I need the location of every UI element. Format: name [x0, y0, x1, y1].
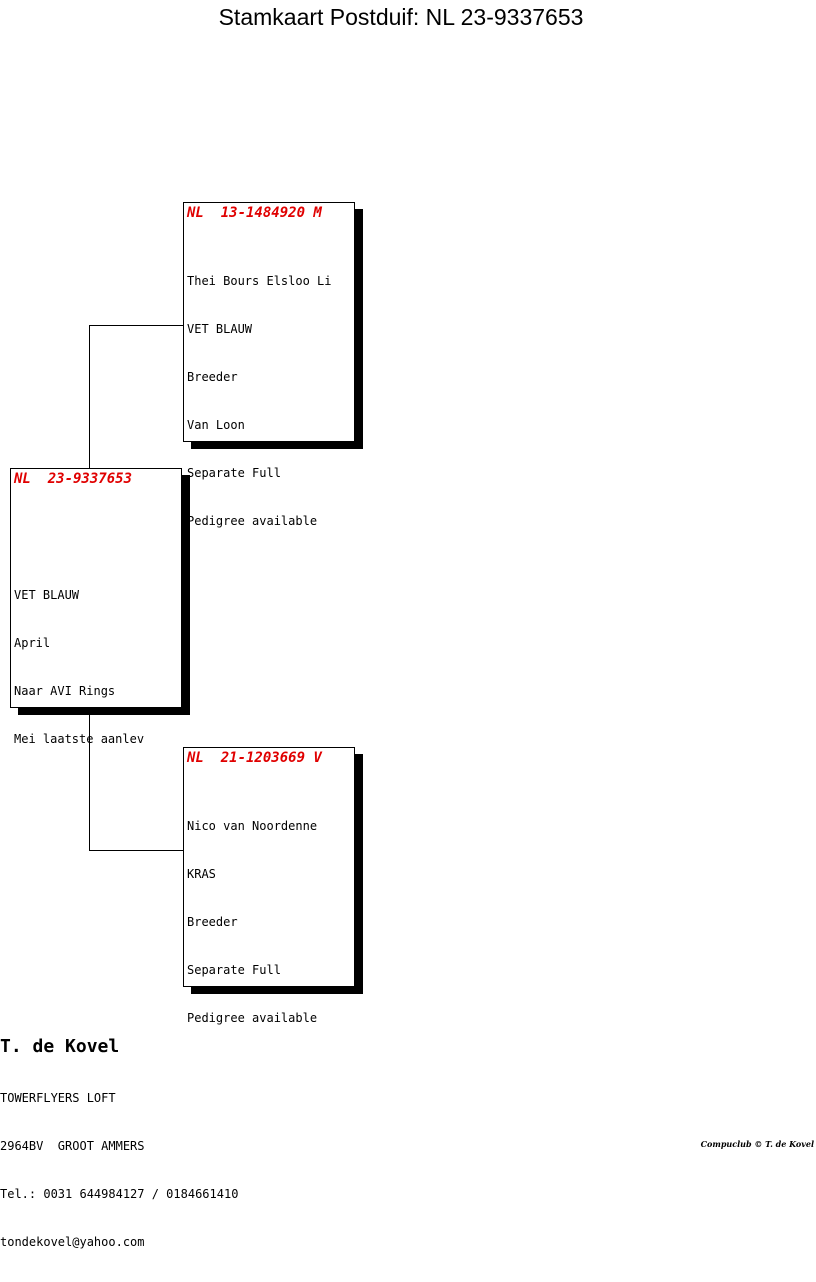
owner-phone: Tel.: 0031 644984127 / 0184661410 — [0, 1187, 239, 1201]
father-detail-line: Breeder — [187, 370, 238, 384]
owner-contact: TOWERFLYERS LOFT 2964BV GROOT AMMERS Tel… — [0, 1058, 238, 1282]
pigeon-ring-number: NL 23-9337653 — [14, 471, 133, 487]
page-title: Stamkaart Postduif: NL 23-9337653 — [218, 4, 584, 30]
connector-mother-vertical — [89, 709, 90, 851]
pigeon-card[interactable]: NL 23-9337653 VET BLAUW April Naar AVI R… — [10, 468, 182, 746]
mother-detail-line: Separate Full — [187, 963, 281, 977]
father-details: Thei Bours Elsloo Li VET BLAUW Breeder V… — [187, 241, 332, 561]
pigeon-detail-line: VET BLAUW — [14, 588, 80, 602]
pigeon-detail-line: Naar AVI Rings — [14, 684, 116, 698]
father-card[interactable]: NL 13-1484920 M Thei Bours Elsloo Li VET… — [183, 202, 355, 528]
connector-father-horizontal — [89, 325, 184, 326]
pigeon-detail-line — [14, 539, 144, 555]
mother-card[interactable]: NL 21-1203669 V Nico van Noordenne KRAS … — [183, 747, 355, 1025]
owner-name: T. de Kovel — [0, 1036, 120, 1057]
father-ring-number: NL 13-1484920 M — [187, 205, 322, 221]
owner-address: 2964BV GROOT AMMERS — [0, 1139, 145, 1153]
mother-detail-line: Breeder — [187, 915, 238, 929]
connector-father-vertical — [89, 325, 90, 468]
mother-detail-line: Pedigree available — [187, 1011, 318, 1025]
owner-block: T. de Kovel TOWERFLYERS LOFT 2964BV GROO… — [0, 1036, 238, 1282]
pigeon-detail-line: April — [14, 636, 51, 650]
father-detail-line: Separate Full — [187, 466, 281, 480]
copyright-notice: Compuclub © T. de Kovel — [700, 1139, 814, 1149]
mother-ring-number: NL 21-1203669 V — [187, 750, 322, 766]
pigeon-detail-line: Mei laatste aanlev — [14, 732, 145, 746]
connector-mother-horizontal — [89, 850, 184, 851]
owner-email: tondekovel@yahoo.com — [0, 1235, 145, 1249]
father-detail-line: VET BLAUW — [187, 322, 253, 336]
mother-detail-line: Nico van Noordenne — [187, 819, 318, 833]
father-detail-line: Pedigree available — [187, 514, 318, 528]
mother-details: Nico van Noordenne KRAS Breeder Separate… — [187, 786, 317, 1058]
owner-loft-name: TOWERFLYERS LOFT — [0, 1091, 116, 1105]
pigeon-details: VET BLAUW April Naar AVI Rings Mei laats… — [14, 507, 144, 779]
father-detail-line: Van Loon — [187, 418, 245, 432]
father-detail-line: Thei Bours Elsloo Li — [187, 274, 332, 288]
mother-detail-line: KRAS — [187, 867, 216, 881]
